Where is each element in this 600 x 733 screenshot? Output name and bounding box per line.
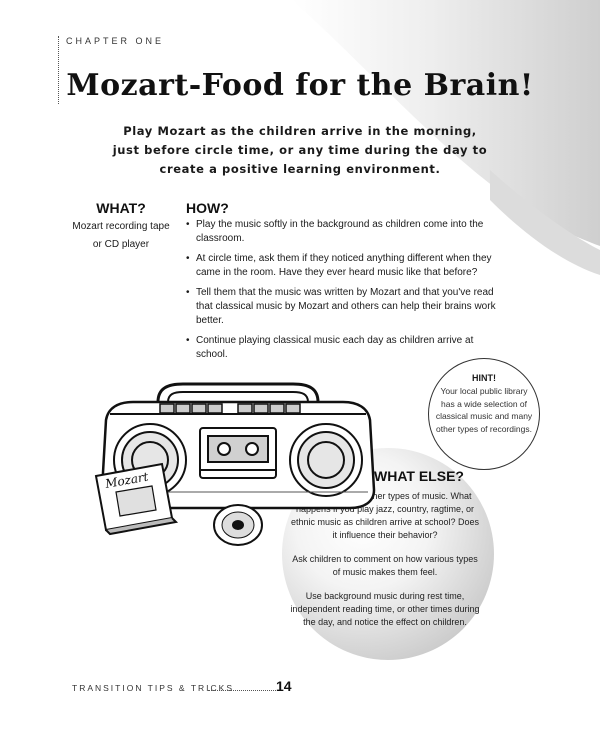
chapter-label: CHAPTER ONE [66,36,165,46]
cd-icon [213,504,263,546]
how-step: Tell them that the music was written by … [186,286,506,328]
how-steps-list: Play the music softly in the background … [186,218,506,368]
hint-text: Your local public library has a wide sel… [435,386,533,434]
margin-dotted-rule [58,36,59,104]
what-heading: WHAT? [96,200,146,216]
how-heading: HOW? [186,200,229,216]
what-else-paragraph: Experiment with other types of music. Wh… [290,491,480,540]
what-else-paragraph: Ask children to comment on how various t… [292,554,478,577]
what-else-heading: WHAT ELSE? [374,468,464,484]
footer-book-title: TRANSITION TIPS & TRICKS [72,683,234,693]
hint-heading: HINT! [472,373,496,383]
how-step: Continue playing classical music each da… [186,334,506,362]
footer-dot-leader [208,690,280,691]
hint-bubble: HINT! Your local public library has a wi… [428,358,540,470]
intro-text: Play Mozart as the children arrive in th… [112,124,488,176]
cassette-icon: Mozart [94,462,179,536]
what-else-paragraph: Use background music during rest time, i… [290,591,480,627]
boombox-illustration: Mozart [94,382,376,546]
what-materials: Mozart recording tape or CD player [72,221,170,250]
how-step: Play the music softly in the background … [186,218,506,246]
page-title: Mozart-Food for the Brain! [66,68,534,103]
how-step: At circle time, ask them if they noticed… [186,252,506,280]
page-number: 14 [276,678,292,694]
what-else-body: Experiment with other types of music. Wh… [290,490,480,640]
